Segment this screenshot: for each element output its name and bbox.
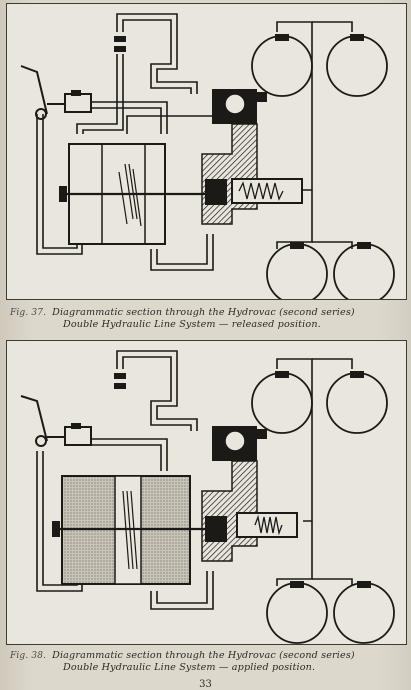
figure-38-diagram: [6, 340, 407, 645]
figure-37-diagram: [6, 3, 407, 300]
figure-37-caption: Fig. 37. Diagrammatic section through the…: [10, 307, 405, 330]
page-number: 33: [199, 679, 212, 690]
figure-37-number: Fig. 37.: [10, 308, 47, 318]
figure-38-caption-line2: Double Hydraulic Line System — applied p…: [63, 662, 316, 673]
figure-38-caption-line1: Diagrammatic section through the Hydrova…: [52, 650, 355, 661]
hydrovac-released-diagram: [20, 13, 395, 299]
figure-37-caption-line1: Diagrammatic section through the Hydrova…: [52, 307, 355, 318]
figure-37-caption-line2: Double Hydraulic Line System — released …: [63, 319, 321, 330]
figure-38-caption: Fig. 38. Diagrammatic section through the…: [10, 650, 405, 673]
figure-38-number: Fig. 38.: [10, 651, 47, 661]
hydrovac-applied-diagram: [20, 350, 395, 644]
